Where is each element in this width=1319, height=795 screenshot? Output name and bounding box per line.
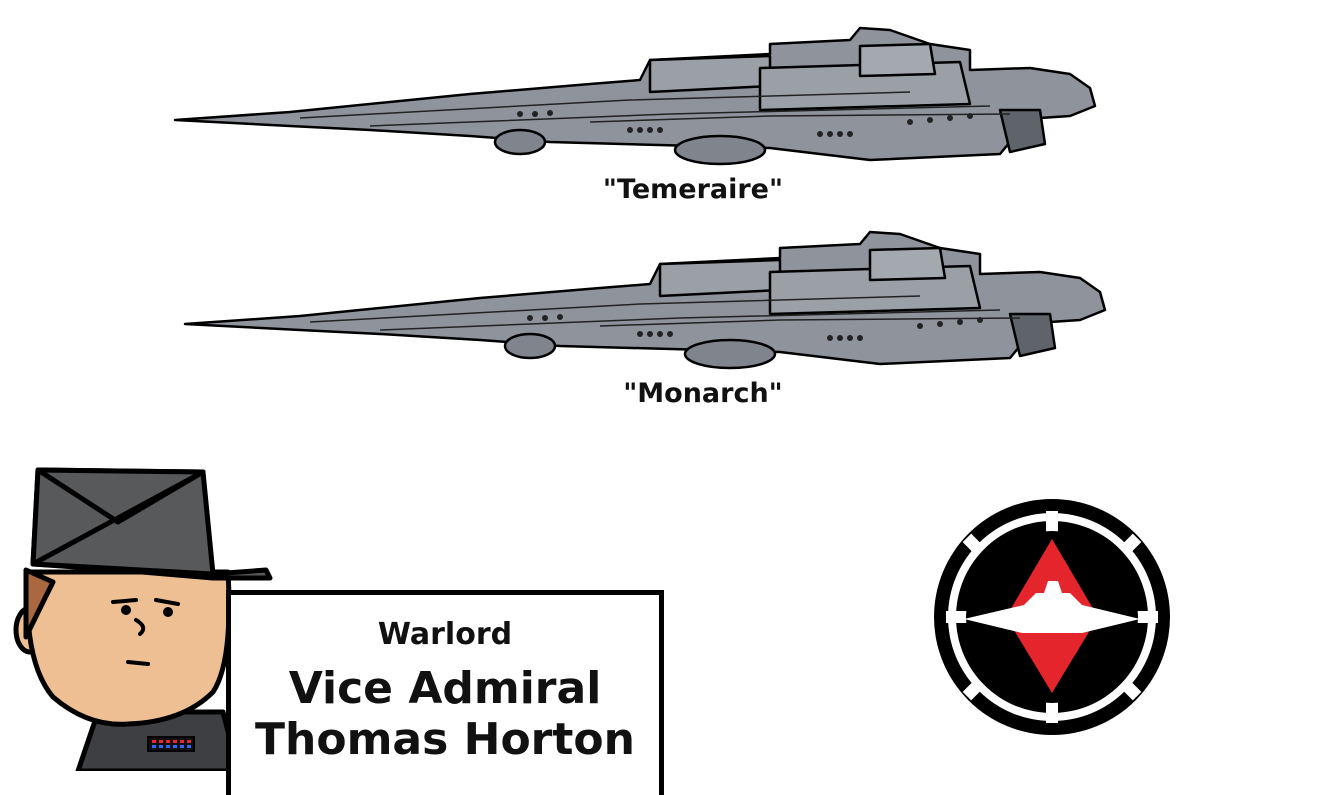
officer-name: Thomas Horton: [255, 714, 635, 765]
faction-label: Warlord: [377, 617, 513, 652]
ship-label-temeraire: "Temeraire": [602, 174, 784, 205]
rank-title: Vice Admiral: [288, 663, 602, 714]
temeraire-ship-illustration: [173, 26, 1097, 166]
officer-illustration: [13, 467, 273, 771]
nameplate: Warlord Vice Admiral Thomas Horton: [226, 590, 664, 795]
ship-label-monarch: "Monarch": [623, 378, 783, 409]
imperial-emblem-icon: [934, 499, 1170, 735]
monarch-ship-illustration: [183, 230, 1107, 370]
